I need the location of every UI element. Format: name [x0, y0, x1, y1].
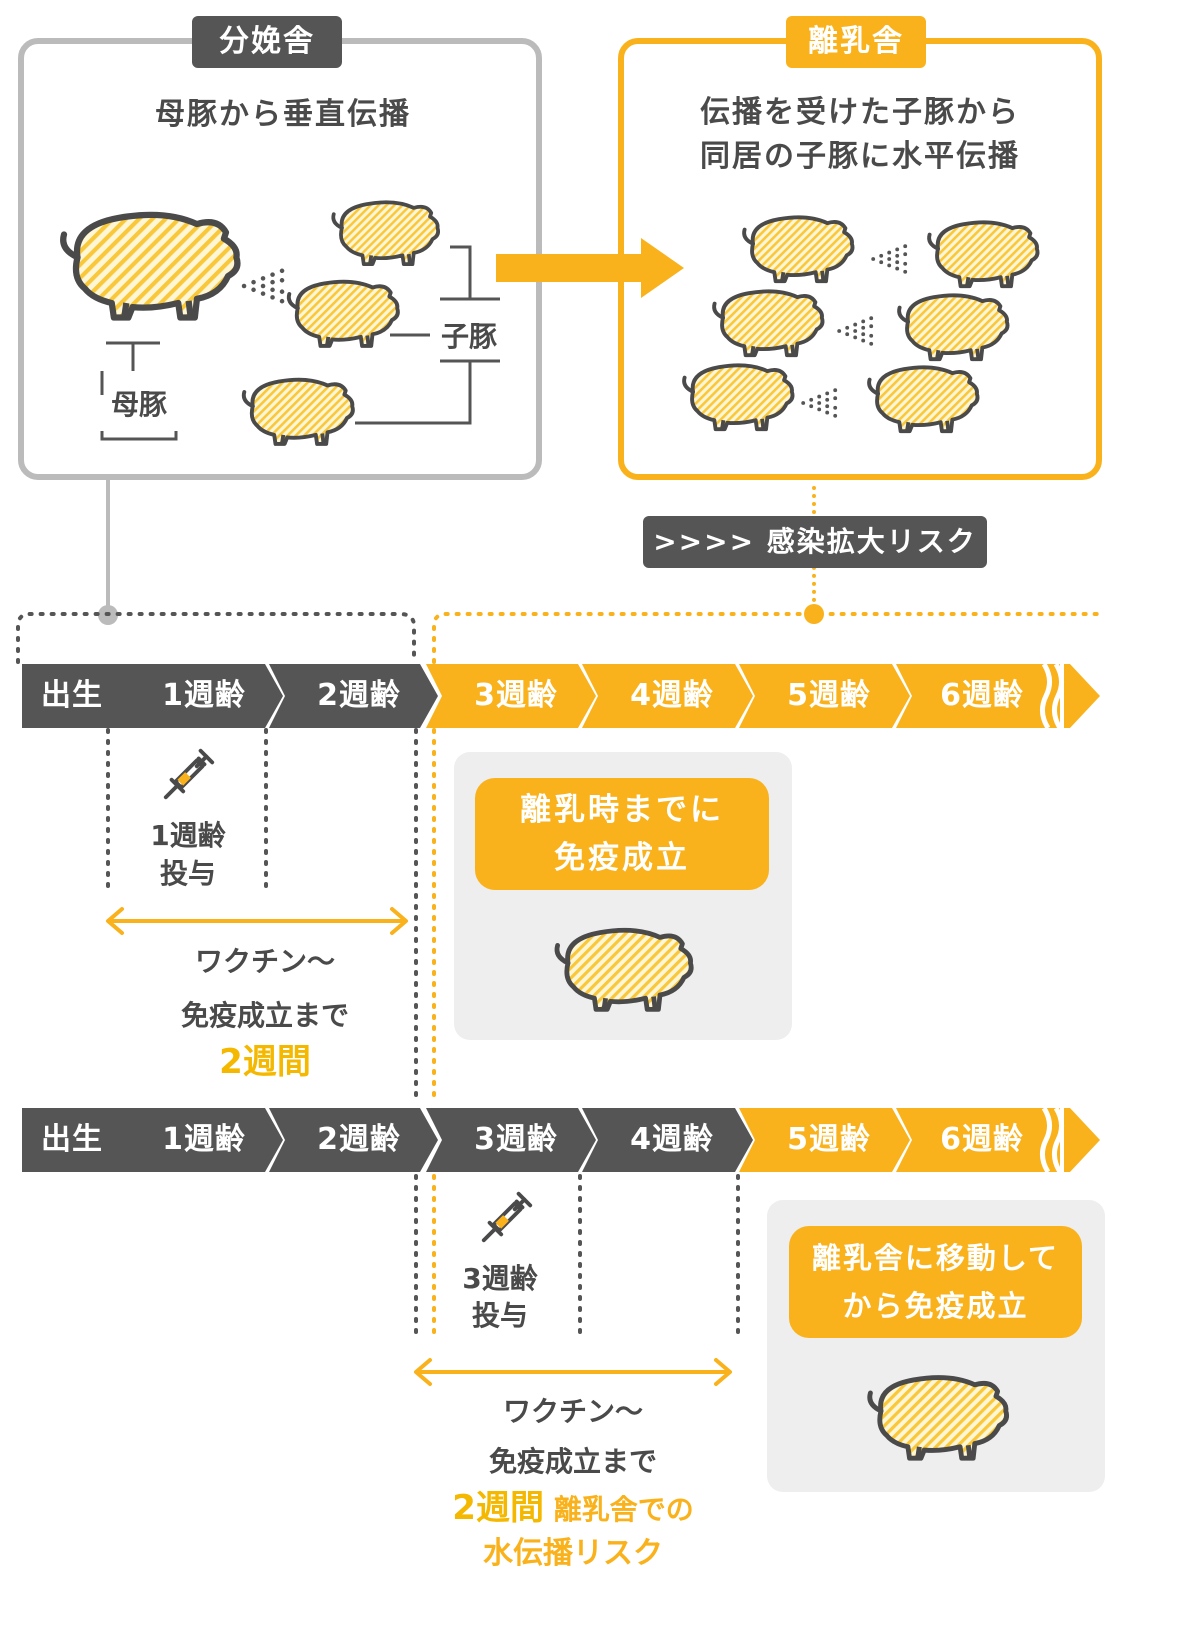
sow-label: 母豚	[104, 383, 174, 423]
timeline1-guides	[106, 728, 436, 1102]
timeline2-seg-week4: 4週齢	[630, 1122, 714, 1157]
timeline2-risk-line1: 離乳舎での	[553, 1493, 694, 1526]
timeline1-span-line2: 免疫成立まで	[180, 999, 349, 1032]
transfer-arrow-icon	[496, 238, 684, 298]
timeline-2	[22, 1108, 1100, 1172]
timeline2-seg-week5: 5週齢	[787, 1122, 871, 1157]
weaning-title-line1: 伝播を受けた子豚から	[700, 95, 1020, 130]
piglet-icon	[286, 279, 400, 348]
weaning-illustration	[682, 215, 1040, 434]
piglet-icon	[742, 215, 855, 284]
weaning-title-line2: 同居の子豚に水平伝播	[700, 139, 1020, 174]
timeline1-result-line2: 免疫成立	[554, 840, 690, 876]
timeline1-vaccine-admin: 投与	[159, 857, 216, 890]
timeline2-vaccine-admin: 投与	[471, 1299, 528, 1332]
farrowing-house-tag: 分娩舎	[192, 16, 342, 68]
late-immune-pig-icon	[852, 1362, 1016, 1468]
piglet-icon	[241, 377, 355, 446]
timeline1-seg-week5: 5週齢	[787, 678, 871, 713]
timeline1-span-duration: 2週間	[219, 1042, 311, 1082]
timeline2-vaccine-age: 3週齢	[462, 1262, 538, 1295]
weaning-house-tag: 離乳舎	[786, 16, 926, 68]
timeline2-result-line2: から免疫成立	[842, 1289, 1029, 1323]
timeline2-risk-line2: 水伝播リスク	[483, 1536, 663, 1571]
timeline2-seg-week1: 1週齢	[162, 1122, 246, 1157]
timeline2-span-duration: 2週間	[452, 1488, 544, 1528]
piglet-icon	[331, 200, 441, 267]
timeline2-seg-birth: 出生	[41, 1122, 103, 1157]
piglet-label: 子豚	[436, 315, 502, 355]
infection-risk-badge: >>>> 感染拡大リスク	[643, 516, 987, 568]
timeline1-result-box: 離乳時までに 免疫成立	[475, 778, 769, 890]
piglet-icon	[897, 293, 1010, 362]
piglet-icon	[927, 220, 1040, 289]
farrowing-connector	[106, 480, 110, 615]
timeline1-seg-birth: 出生	[41, 678, 103, 713]
timeline1-result-line1: 離乳時までに	[520, 792, 724, 828]
timeline2-span-line1: ワクチン〜	[502, 1395, 643, 1428]
phase-brackets	[16, 612, 1102, 664]
spray-icon	[801, 388, 838, 418]
timeline2-span-line2: 免疫成立まで	[488, 1445, 657, 1478]
piglet-icon	[682, 363, 795, 432]
timeline-1	[22, 664, 1100, 728]
timeline2-result-line1: 離乳舎に移動して	[811, 1241, 1060, 1275]
timeline2-result-box: 離乳舎に移動して から免疫成立	[789, 1226, 1082, 1338]
farrowing-illustration	[30, 200, 500, 446]
timeline1-seg-week6: 6週齢	[940, 678, 1024, 713]
timeline1-seg-week4: 4週齢	[630, 678, 714, 713]
farrowing-title: 母豚から垂直伝播	[155, 97, 411, 132]
spray-icon	[241, 268, 285, 304]
syringe-icon	[481, 1191, 533, 1243]
timeline2-seg-week2: 2週齢	[317, 1122, 401, 1157]
sow-pig-icon	[63, 215, 237, 318]
timeline1-vaccine-age: 1週齢	[150, 819, 226, 852]
timeline2-span-line3: 2週間 離乳舎での	[408, 1486, 738, 1532]
timeline1-seg-week1: 1週齢	[162, 678, 246, 713]
spray-icon	[837, 316, 874, 346]
timeline1-seg-week2: 2週齢	[317, 678, 401, 713]
timeline2-seg-week6: 6週齢	[940, 1122, 1024, 1157]
weaning-connector-dot	[804, 604, 824, 624]
syringe-icon	[163, 748, 215, 800]
timeline2-guides	[414, 1174, 740, 1386]
spray-icon	[871, 244, 908, 274]
timeline1-seg-week3: 3週齢	[474, 678, 558, 713]
piglet-icon	[867, 365, 980, 434]
immune-pig-icon	[540, 915, 700, 1019]
timeline2-seg-week3: 3週齢	[474, 1122, 558, 1157]
timeline1-span-line1: ワクチン〜	[194, 945, 335, 978]
piglet-icon	[712, 289, 825, 358]
